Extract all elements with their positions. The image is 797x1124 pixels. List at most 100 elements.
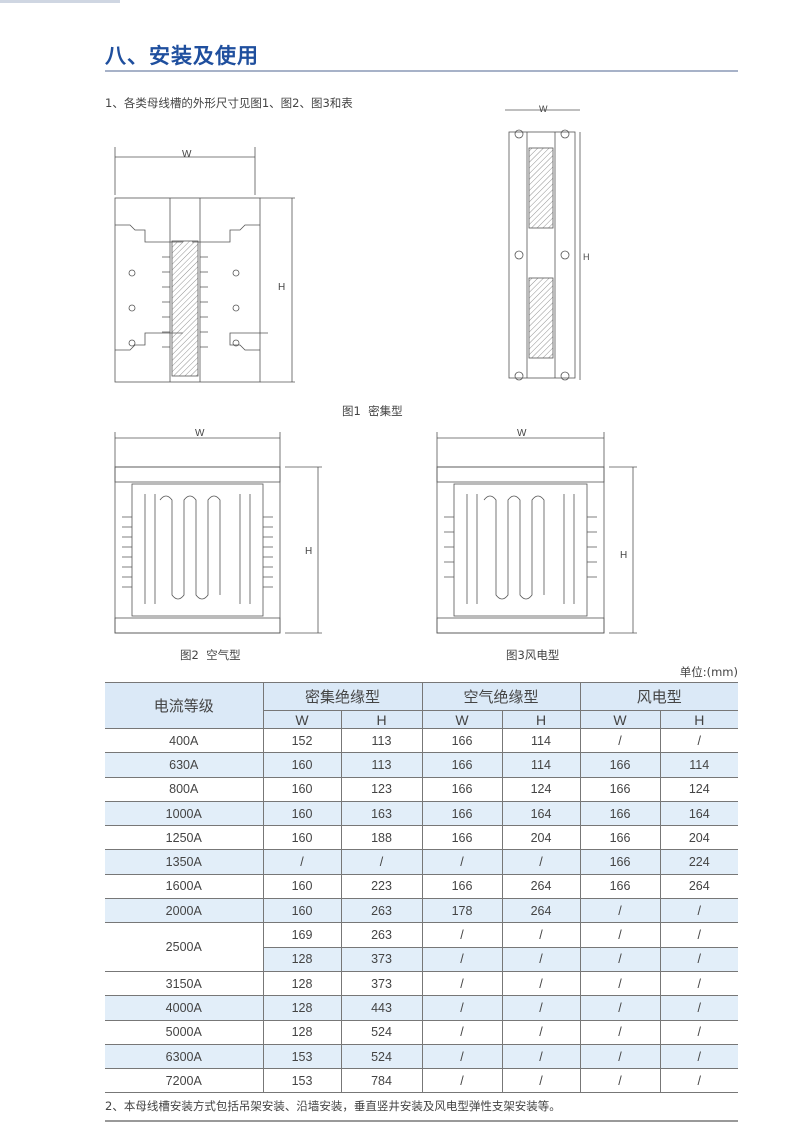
current-level-cell: 2000A (105, 898, 264, 924)
current-level-cell: 1350A (105, 849, 264, 875)
dimension-cell: 524 (340, 1019, 423, 1045)
dim-h-label: H (305, 546, 312, 557)
dimension-cell: 784 (340, 1068, 423, 1094)
current-level-cell: 1000A (105, 800, 264, 827)
dimension-cell: 264 (659, 873, 738, 900)
dimension-cell: 123 (340, 776, 423, 802)
dim-w-label: W (539, 104, 548, 114)
dim-w-label: W (517, 428, 527, 439)
dimension-cell: 524 (340, 1043, 423, 1070)
bottom-divider (105, 1120, 738, 1122)
dimension-cell: / (501, 1068, 581, 1094)
dim-w-label: W (182, 149, 192, 160)
dimension-cell: 166 (579, 776, 661, 802)
header-dense-type: 密集绝缘型 (262, 682, 423, 711)
current-level-cell: 630A (105, 752, 264, 778)
dimension-cell: 124 (659, 776, 738, 802)
dimension-cell: 263 (340, 898, 423, 924)
dimension-cell: / (659, 922, 738, 948)
header-w: W (263, 710, 342, 729)
current-level-cell: 4000A (105, 995, 264, 1021)
dim-h-label: H (583, 252, 590, 262)
figure-3-caption: 图3风电型 (506, 648, 560, 662)
dimension-cell: 443 (340, 995, 423, 1021)
top-decoration (0, 0, 120, 3)
dimension-cell: 160 (262, 800, 342, 827)
figure-3-wind-section: W H (436, 428, 637, 634)
dimension-cell: / (659, 970, 738, 997)
dimension-cell: 166 (579, 800, 661, 827)
dimension-cell: / (421, 970, 503, 997)
dimension-cell: 164 (659, 800, 738, 827)
header-air-type: 空气绝缘型 (421, 682, 581, 711)
current-level-cell: 800A (105, 776, 264, 802)
figure-1-caption: 图1 密集型 (342, 404, 403, 418)
current-level-cell: 400A (105, 727, 264, 754)
dim-w-label: W (195, 428, 205, 439)
dimension-cell: 204 (501, 825, 581, 851)
dimension-cell: / (421, 849, 503, 875)
dimension-cell: / (579, 1043, 661, 1070)
dimension-cell: 166 (579, 825, 661, 851)
dimension-cell: 166 (421, 727, 503, 754)
header-current-level: 电流等级 (105, 682, 264, 729)
figure-2-caption: 图2 空气型 (180, 648, 241, 662)
dimension-cell: 166 (421, 752, 503, 778)
dimension-cell: 153 (262, 1043, 342, 1070)
current-level-cell: 1600A (105, 873, 264, 900)
dimension-cell: 166 (421, 800, 503, 827)
dimension-cell: 164 (501, 800, 581, 827)
dimension-cell: / (659, 995, 738, 1021)
header-w: W (579, 710, 661, 729)
dimension-cell: 178 (421, 898, 503, 924)
dimension-cell: / (501, 995, 581, 1021)
dimension-cell: / (421, 922, 503, 948)
dimension-cell: / (659, 1043, 738, 1070)
dimension-cell: / (659, 1019, 738, 1045)
dimension-cell: 204 (659, 825, 738, 851)
current-level-cell: 5000A (105, 1019, 264, 1045)
dimension-cell: / (579, 922, 661, 948)
dimension-cell: / (501, 970, 581, 997)
section-heading: 八、安装及使用 (105, 44, 259, 68)
current-level-cell: 3150A (105, 970, 264, 997)
dimension-cell: / (501, 922, 581, 948)
dimension-cell: / (501, 1019, 581, 1045)
dimension-cell: 166 (579, 752, 661, 778)
dimension-cell: / (659, 727, 738, 754)
dimension-cell: 166 (421, 825, 503, 851)
dimension-cell: 114 (501, 752, 581, 778)
install-note: 2、本母线槽安装方式包括吊架安装、沿墙安装，垂直竖井安装及风电型弹性支架安装等。 (105, 1099, 561, 1113)
heading-divider (105, 70, 738, 72)
dim-h-label: H (278, 282, 285, 293)
dimension-cell: 166 (579, 873, 661, 900)
header-h: H (340, 710, 423, 729)
dimension-cell: 224 (659, 849, 738, 875)
dimension-cell: 153 (262, 1068, 342, 1094)
header-h: H (501, 710, 581, 729)
dimension-cell: / (421, 1019, 503, 1045)
current-level-cell: 6300A (105, 1043, 264, 1070)
dimension-cell: / (579, 898, 661, 924)
dimension-cell: / (659, 946, 738, 972)
intro-text: 1、各类母线槽的外形尺寸见图1、图2、图3和表 (105, 96, 353, 110)
dimension-cell: 264 (501, 898, 581, 924)
dimension-cell: 166 (421, 873, 503, 900)
header-h: H (659, 710, 738, 729)
dimension-cell: / (421, 946, 503, 972)
dimension-cell: 128 (262, 970, 342, 997)
figure-1-dense-double-section: W H (505, 104, 590, 381)
figure-1-dense-section: W H (114, 147, 295, 383)
dimension-cell: 373 (340, 970, 423, 997)
